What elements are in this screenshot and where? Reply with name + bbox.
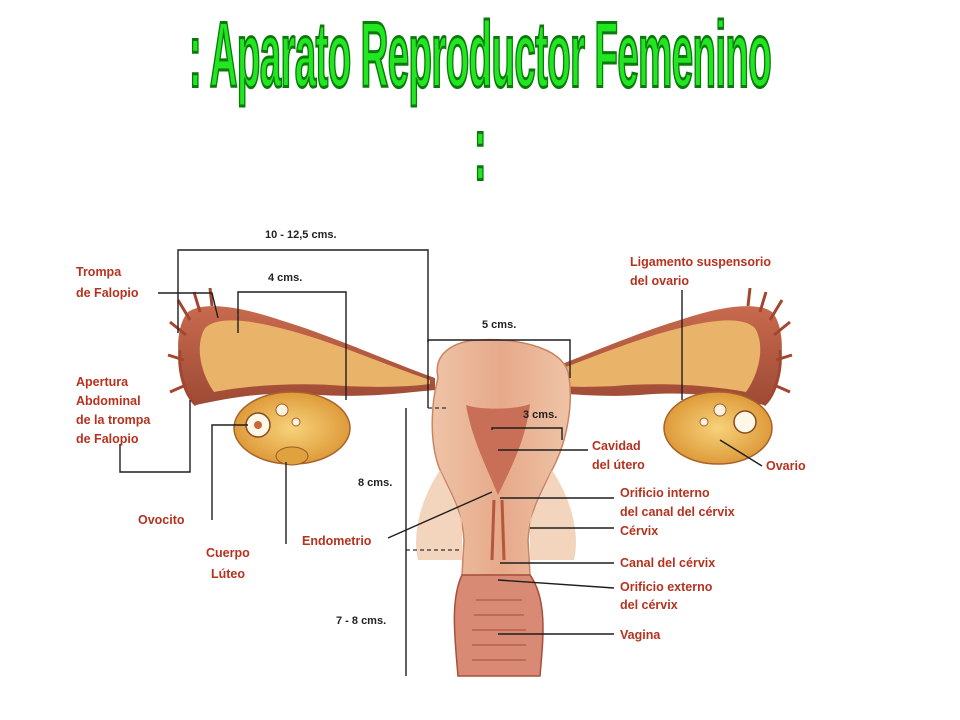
measure-total-width: 10 - 12,5 cms. bbox=[265, 229, 337, 241]
label-cervix: Cérvix bbox=[620, 524, 658, 538]
right-ovary bbox=[663, 391, 773, 465]
label-apertura-abdominal: Apertura Abdominal de la trompa de Falop… bbox=[76, 375, 154, 446]
measure-vagina-length: 7 - 8 cms. bbox=[336, 615, 386, 627]
label-orificio-externo: Orificio externo del cérvix bbox=[620, 580, 716, 612]
measure-ovary-width: 4 cms. bbox=[268, 272, 302, 284]
label-ligamento-suspensorio: Ligamento suspensorio del ovario bbox=[630, 255, 774, 288]
label-vagina: Vagina bbox=[620, 628, 661, 642]
label-orificio-interno: Orificio interno del canal del cérvix bbox=[620, 486, 735, 519]
page-title: : Aparato Reproductor Femenino : bbox=[188, 4, 772, 201]
left-corpus-luteum bbox=[275, 446, 309, 466]
label-endometrio: Endometrio bbox=[302, 534, 372, 548]
right-fimbriae bbox=[746, 287, 793, 407]
label-ovocito: Ovocito bbox=[138, 513, 185, 527]
label-cavidad-utero: Cavidad del útero bbox=[592, 439, 645, 472]
measure-uterus-width: 5 cms. bbox=[482, 319, 516, 331]
broad-ligament-right bbox=[530, 470, 576, 560]
vagina bbox=[453, 574, 544, 677]
cervical-canal bbox=[490, 499, 506, 561]
label-ovario: Ovario bbox=[766, 459, 806, 473]
leader-lines bbox=[119, 290, 763, 635]
label-trompa-falopio: Trompa de Falopio bbox=[76, 265, 139, 300]
measure-uterus-length: 8 cms. bbox=[358, 477, 392, 489]
anatomy-illustration bbox=[167, 287, 793, 677]
label-cuerpo-luteo: Cuerpo Lúteo bbox=[206, 546, 253, 581]
right-tube-lumen bbox=[530, 320, 761, 392]
measurement-guides bbox=[177, 249, 571, 676]
label-canal-cervix: Canal del cérvix bbox=[620, 556, 715, 570]
measure-cavity-width: 3 cms. bbox=[523, 409, 557, 421]
left-tube-lumen bbox=[199, 320, 430, 392]
